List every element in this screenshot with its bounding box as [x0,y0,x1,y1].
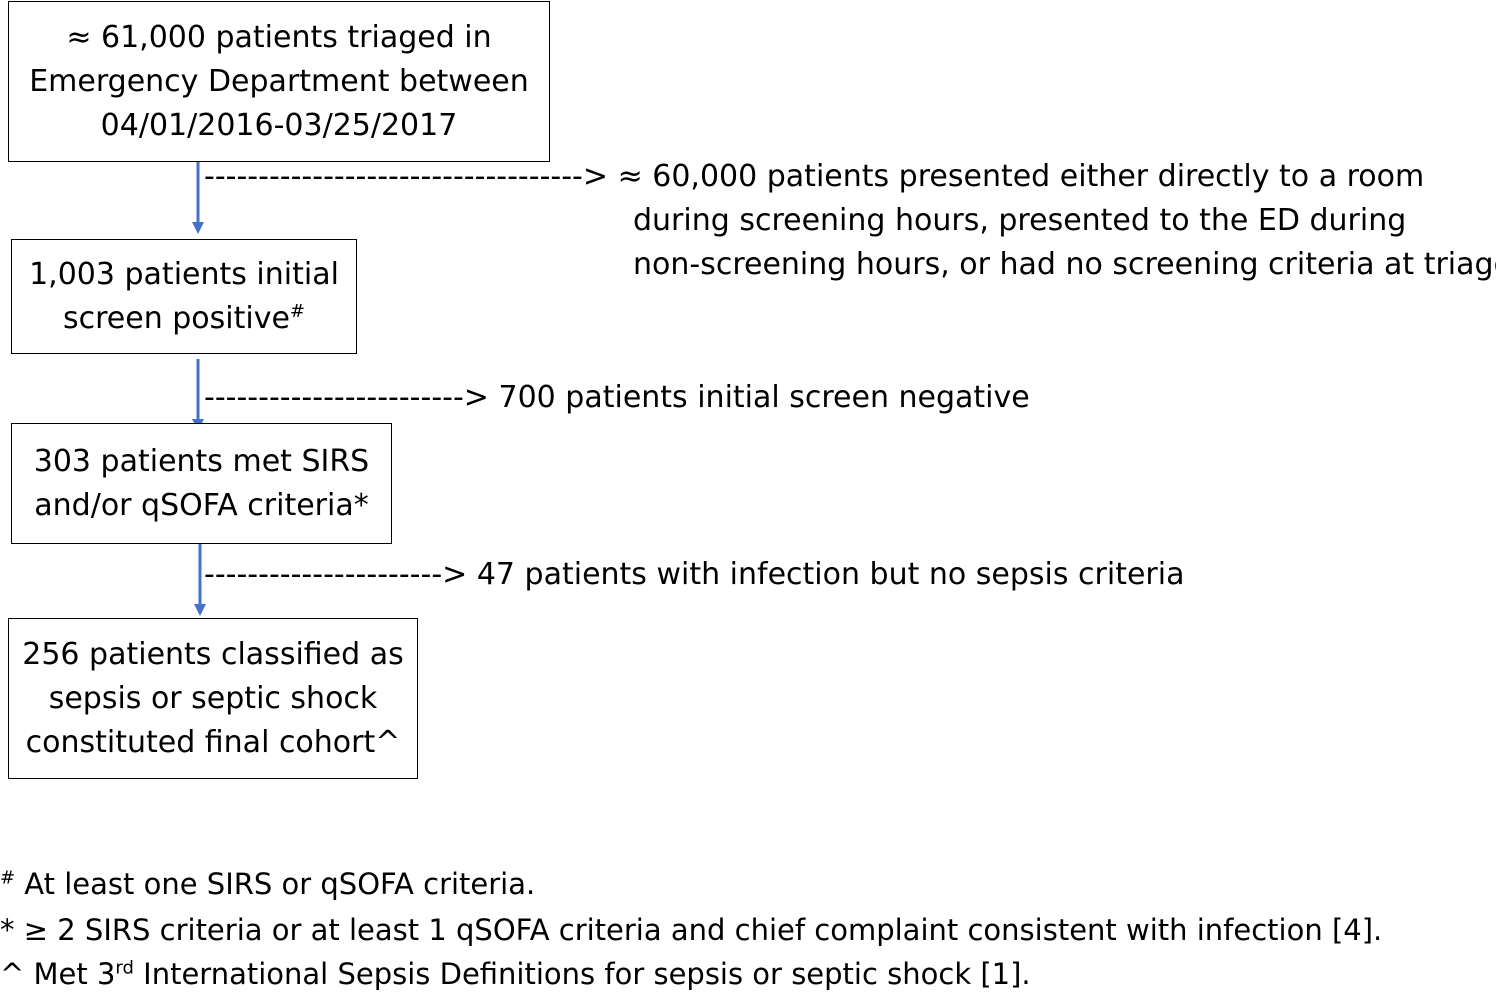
footnote-caret: ^ Met 3rd International Sepsis Definitio… [0,956,1031,992]
box-screen-positive: 1,003 patients initial screen positive# [11,239,357,354]
exclusion-first-line1: -----------------------------------> ≈ 6… [204,155,1496,199]
box-met-criteria-line2: and/or qSOFA criteria* [34,487,369,523]
exclusion-second-arrow: ------------------------> [204,380,489,415]
exclusion-third-arrow: ----------------------> [204,557,468,592]
footnote-caret-sup: rd [115,957,134,979]
box-final-cohort: 256 patients classified as sepsis or sep… [8,618,418,779]
box-screen-positive-text: screen positive [62,300,290,336]
box-final-line1: 256 patients classified as [22,636,404,672]
footnote-caret-before: ^ Met 3 [0,957,116,991]
footnote-star: * ≥ 2 SIRS criteria or at least 1 qSOFA … [0,913,1383,947]
exclusion-second-text: 700 patients initial screen negative [498,380,1030,415]
exclusion-second: ------------------------> 700 patients i… [204,376,1030,420]
box-final-line2: sepsis or septic shock [48,680,378,716]
box-triaged-line1: ≈ 61,000 patients triaged in [66,19,492,55]
exclusion-first-line2: during screening hours, presented to the… [633,203,1407,238]
exclusion-first-arrow: -----------------------------------> [204,159,609,194]
exclusion-second-line: ------------------------> 700 patients i… [204,376,1030,420]
footnote-hash: # At least one SIRS or qSOFA criteria. [0,866,535,902]
footnote-hash-mark: # [0,867,16,889]
exclusion-third: ----------------------> 47 patients with… [204,553,1184,597]
exclusion-third-line: ----------------------> 47 patients with… [204,553,1184,597]
footnote-hash-text: At least one SIRS or qSOFA criteria. [15,867,536,901]
exclusion-third-text: 47 patients with infection but no sepsis… [476,557,1185,592]
exclusion-first: -----------------------------------> ≈ 6… [204,155,1496,287]
box-triaged: ≈ 61,000 patients triaged in Emergency D… [8,1,550,162]
box-screen-positive-line2: screen positive# [63,297,305,341]
footnote-caret-after: International Sepsis Definitions for sep… [133,957,1031,991]
exclusion-first-text1: ≈ 60,000 patients presented either direc… [617,159,1425,194]
exclusion-first-line3: non-screening hours, or had no screening… [633,247,1496,282]
box-screen-positive-line1: 1,003 patients initial [29,256,339,292]
box-triaged-line3: 04/01/2016-03/25/2017 [100,107,458,143]
box-met-criteria-line1: 303 patients met SIRS [33,443,370,479]
box-met-criteria: 303 patients met SIRS and/or qSOFA crite… [11,423,392,544]
box-final-line3: constituted final cohort^ [25,724,401,760]
box-triaged-line2: Emergency Department between [29,63,529,99]
hash-mark: # [289,300,306,322]
